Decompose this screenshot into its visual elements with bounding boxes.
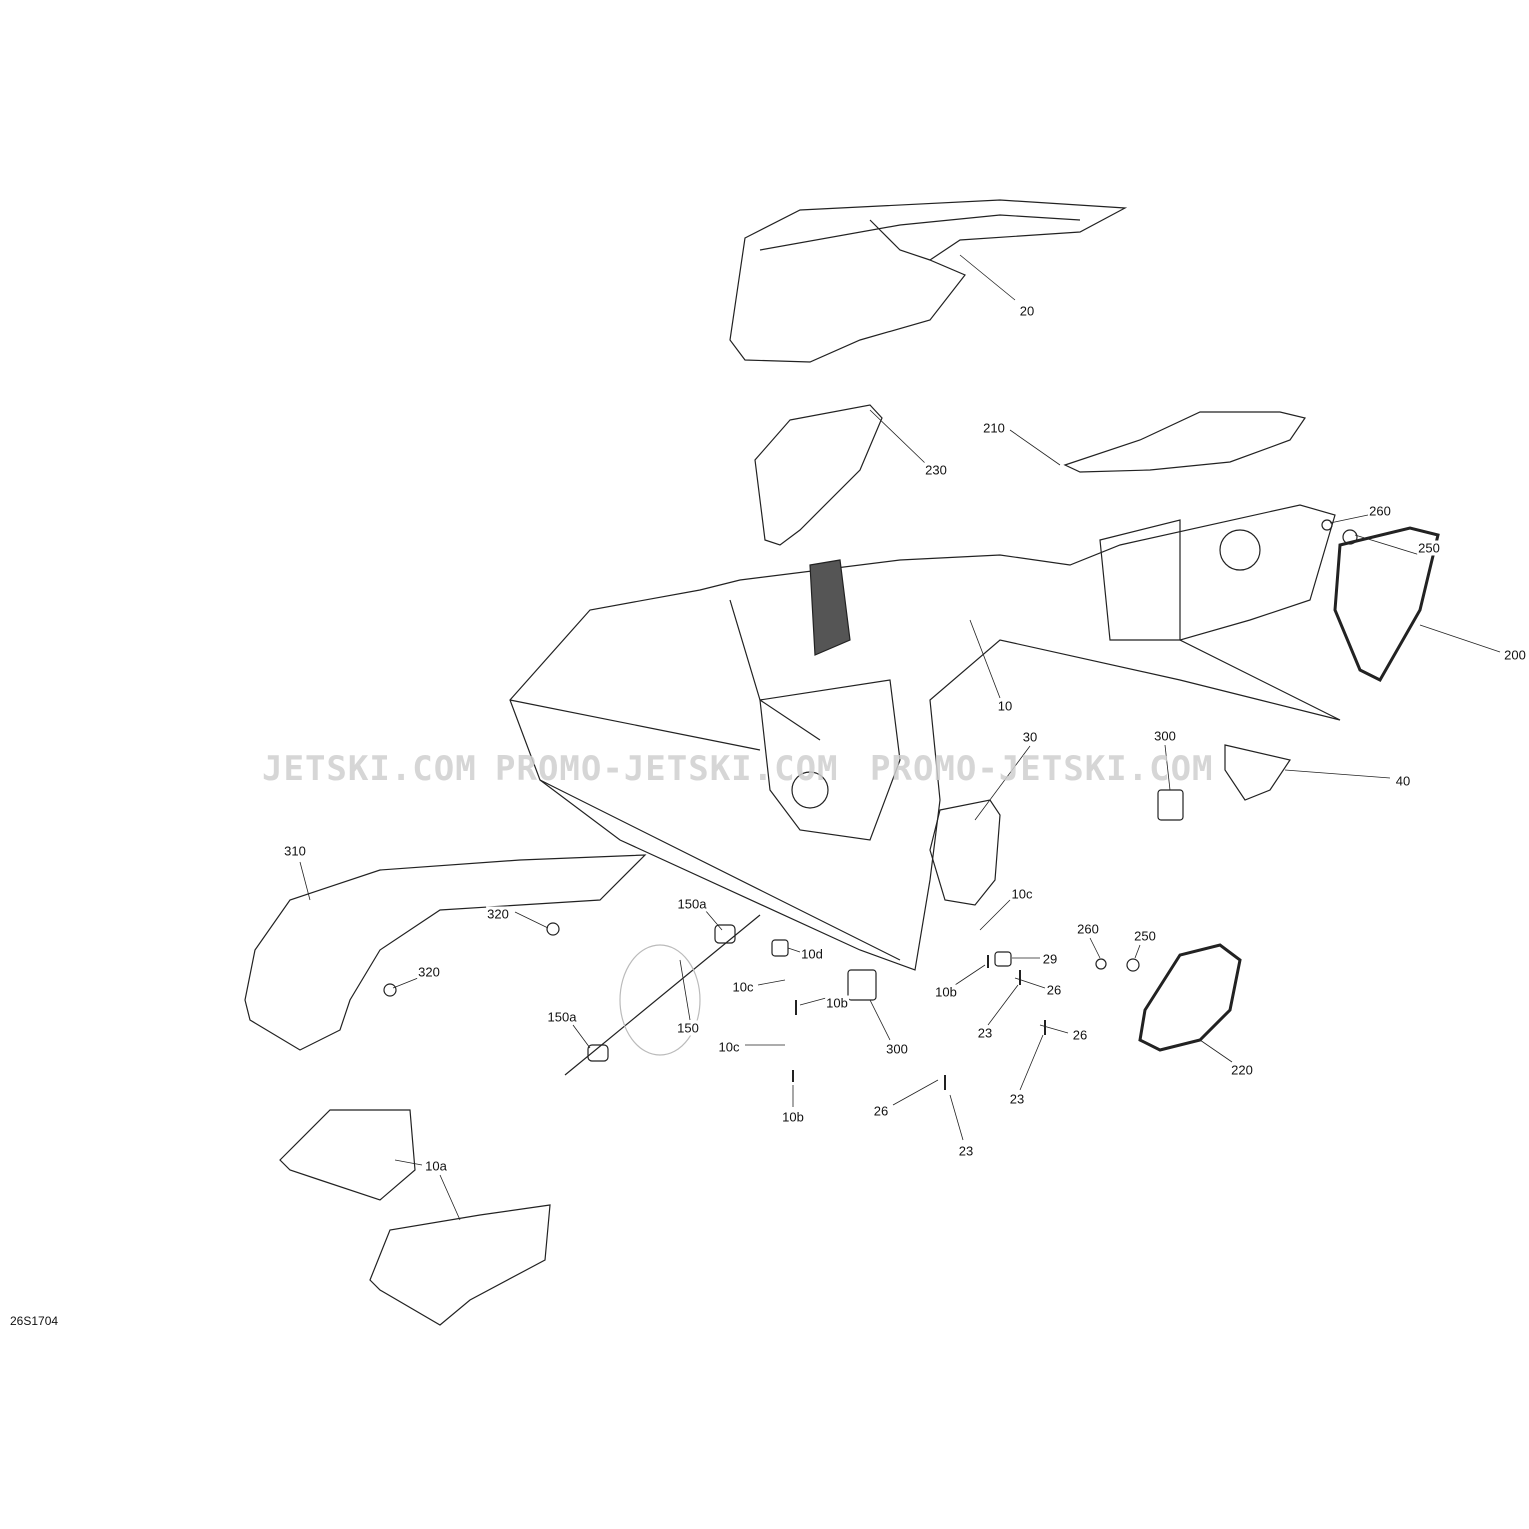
part-250-spring (1126, 958, 1140, 972)
callout-label: 260 (1076, 921, 1100, 937)
part-260-nut (1321, 519, 1333, 531)
callout-label: 150a (676, 896, 708, 912)
callout-label: 10b (934, 984, 958, 1000)
part-260-nut (1095, 958, 1107, 970)
watermark: PROMO-JETSKI.COM (495, 749, 839, 789)
part-10-body (509, 504, 1341, 971)
callout-label: 10b (781, 1109, 805, 1125)
callout-label: 40 (1394, 773, 1412, 789)
part-150-strut (564, 914, 761, 1076)
callout-label: 260 (1368, 503, 1392, 519)
leader-lines (299, 254, 1501, 1221)
callout-label: 29 (1041, 951, 1059, 967)
callout-label: 250 (1417, 540, 1441, 556)
callout-label: 200 (1503, 647, 1527, 663)
callout-label: 30 (1021, 729, 1039, 745)
part-40-bracket (1224, 744, 1291, 801)
callout-label: 310 (283, 843, 307, 859)
callout-label: 10c (1010, 886, 1034, 902)
part-200-grille (1333, 526, 1440, 682)
part-10d-bushing (771, 939, 789, 957)
callout-label: 300 (885, 1041, 909, 1057)
part-20-cover (729, 199, 1128, 363)
callout-label: 26 (1071, 1027, 1089, 1043)
callout-label: 300 (1153, 728, 1177, 744)
callout-label: 210 (982, 420, 1006, 436)
callout-label: 10b (825, 995, 849, 1011)
callout-label: 320 (486, 906, 510, 922)
callout-label: 10c (717, 1039, 741, 1055)
callout-label: 10c (731, 979, 755, 995)
callout-label: 23 (1008, 1091, 1026, 1107)
part-300-clip (847, 969, 877, 1001)
diagram-code: 26S1704 (10, 1314, 59, 1328)
watermark: JETSKI.COM (262, 749, 477, 789)
callout-label: 10a (424, 1158, 448, 1174)
part-220-grille (1138, 943, 1242, 1052)
part-30-handle (929, 799, 1001, 906)
callout-label: 26 (1045, 982, 1063, 998)
callout-label: 150a (546, 1009, 578, 1025)
callout-label: 10 (996, 698, 1014, 714)
part-300-clip (1157, 789, 1184, 821)
part-29-bushing (994, 951, 1012, 967)
part-10a-duct (369, 1204, 551, 1326)
callout-label: 26 (872, 1103, 890, 1119)
callout-label: 250 (1133, 928, 1157, 944)
part-210-trim (1063, 411, 1306, 473)
part-320-fastener (383, 983, 397, 997)
callout-label: 10d (800, 946, 824, 962)
callout-label: 150 (676, 1020, 700, 1036)
watermark: PROMO-JETSKI.COM (870, 749, 1214, 789)
part-230-panel (754, 404, 883, 546)
screws (792, 955, 1046, 1090)
callout-label: 23 (976, 1025, 994, 1041)
part-310-handle (244, 854, 647, 1051)
part-250-spring (1342, 529, 1358, 545)
callout-label: 20 (1018, 303, 1036, 319)
part-10a-duct (279, 1109, 416, 1201)
callout-label: 230 (924, 462, 948, 478)
callout-label: 220 (1230, 1062, 1254, 1078)
callout-label: 23 (957, 1143, 975, 1159)
callout-label: 320 (417, 964, 441, 980)
part-320-fastener (546, 922, 560, 936)
